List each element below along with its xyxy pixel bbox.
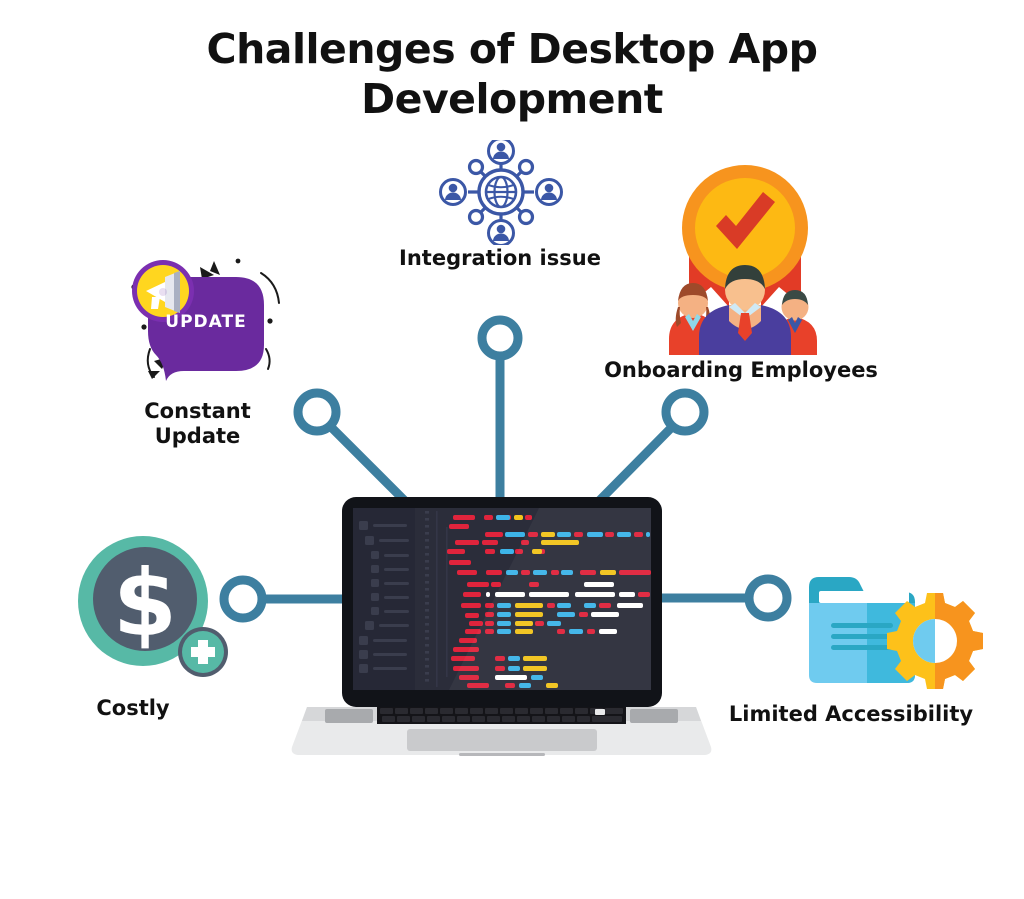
page-title: Challenges of Desktop App Development [206, 25, 819, 124]
connector-node-onboarding [661, 388, 709, 436]
svg-text:UPDATE: UPDATE [165, 312, 246, 332]
node-label-constant-update: Constant Update [144, 399, 251, 449]
node-label-limited: Limited Accessibility [728, 702, 974, 726]
connector-node-integration [477, 315, 523, 361]
connector-line-onboarding [591, 422, 677, 509]
dollar-coin-plus-icon: $ [75, 535, 231, 677]
megaphone-update-bubble-icon: UPDATE [118, 253, 288, 393]
node-label-integration: Integration issue [399, 246, 601, 270]
svg-text:$: $ [113, 550, 177, 657]
code-lines-area [447, 515, 651, 688]
connector-line-constant-update [326, 422, 414, 510]
node-label-costly: Costly [96, 696, 170, 720]
line-number-gutter [425, 511, 448, 687]
file-tree-sidebar [353, 508, 415, 690]
network-globe-people-icon [437, 137, 565, 247]
connector-node-limited [744, 574, 792, 622]
folder-gear-icon [805, 565, 995, 693]
award-badge-team-icon [655, 155, 835, 355]
node-label-onboarding: Onboarding Employees [604, 358, 878, 382]
laptop-illustration [289, 497, 714, 772]
